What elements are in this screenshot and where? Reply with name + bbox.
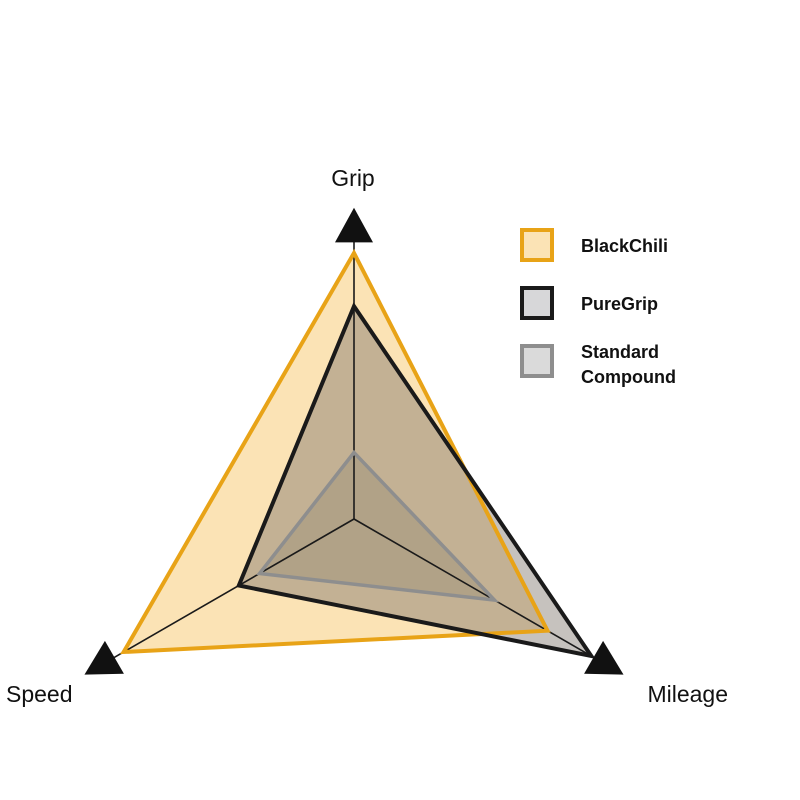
legend: BlackChili PureGrip Standard Compound [520, 228, 760, 402]
legend-item-puregrip: PureGrip [520, 286, 760, 324]
legend-swatch-blackchili [520, 228, 554, 262]
series-outline-blackchili [120, 248, 551, 655]
arrowhead-mileage [584, 640, 624, 675]
axis-line-speed [111, 518, 355, 660]
series-fills [123, 253, 592, 656]
legend-label-blackchili: BlackChili [581, 236, 669, 256]
legend-item-blackchili: BlackChili [520, 228, 760, 266]
overlap-tint [238, 306, 592, 656]
axis-label-speed: Speed [6, 681, 73, 707]
chart-axes [111, 239, 597, 660]
legend-swatch-puregrip [520, 286, 554, 320]
arrowhead-grip [335, 207, 373, 243]
series-outlines [120, 248, 596, 659]
legend-label-standard-compound: Standard Compound [581, 342, 676, 387]
axis-label-grip: Grip [331, 165, 374, 191]
legend-label-puregrip: PureGrip [581, 294, 659, 314]
series-outline-puregrip [236, 302, 596, 659]
axis-label-mileage: Mileage [647, 681, 728, 707]
series-outline-standard-compound [256, 449, 500, 603]
legend-swatch-standard-compound [520, 344, 554, 378]
arrowhead-speed [84, 640, 124, 675]
axis-line-mileage [353, 518, 597, 660]
legend-item-standard-compound: Standard Compound [520, 342, 760, 387]
axis-arrows [84, 207, 624, 675]
series-fill-standard-compound [259, 452, 495, 601]
